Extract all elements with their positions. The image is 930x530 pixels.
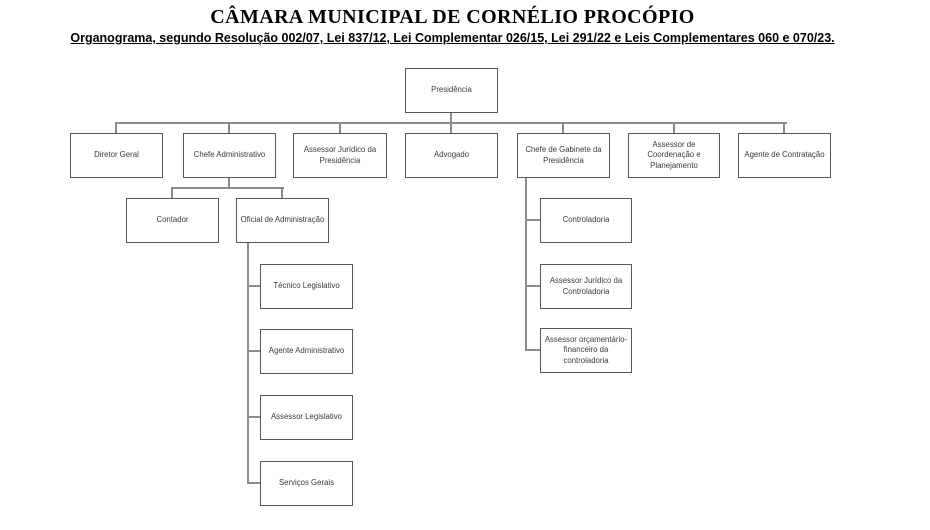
connector-line	[228, 122, 230, 133]
org-node-chefe-administrativo: Chefe Administrativo	[183, 133, 276, 178]
org-node-contador: Contador	[126, 198, 219, 243]
connector-line	[562, 122, 564, 133]
org-node-servicos-gerais: Serviços Gerais	[260, 461, 353, 506]
connector-line	[228, 178, 230, 188]
org-node-agente-contratacao: Agente de Contratação	[738, 133, 831, 178]
org-node-oficial-administracao: Oficial de Administração	[236, 198, 329, 243]
org-node-assessor-legislativo: Assessor Legislativo	[260, 395, 353, 440]
org-node-assessor-juridico-presidencia: Assessor Jurídico da Presidência	[293, 133, 387, 178]
connector-line	[525, 285, 540, 287]
connector-line	[247, 482, 260, 484]
org-node-chefe-gabinete-presidencia: Chefe de Gabinete da Presidência	[517, 133, 610, 178]
org-node-assessor-orcamentario-financeiro: Assessor orçamentário-financeiro da cont…	[540, 328, 632, 373]
connector-line	[450, 122, 452, 133]
connector-line	[281, 187, 283, 198]
org-node-agente-administrativo: Agente Administrativo	[260, 329, 353, 374]
connector-line	[247, 243, 249, 484]
connector-line	[171, 187, 284, 189]
connector-line	[525, 219, 540, 221]
connector-line	[525, 178, 527, 351]
page-subtitle: Organograma, segundo Resolução 002/07, L…	[70, 31, 835, 45]
connector-line	[247, 416, 260, 418]
connector-line	[115, 122, 117, 133]
connector-line	[525, 349, 540, 351]
org-node-diretor-geral: Diretor Geral	[70, 133, 163, 178]
connector-line	[247, 285, 260, 287]
connector-line	[339, 122, 341, 133]
org-node-tecnico-legislativo: Técnico Legislativo	[260, 264, 353, 309]
connector-line	[783, 122, 785, 133]
org-node-assessor-coordenacao-planejamento: Assessor de Coordenação e Planejamento	[628, 133, 720, 178]
org-node-presidencia: Presidência	[405, 68, 498, 113]
org-node-assessor-juridico-controladoria: Assessor Jurídico da Controladoria	[540, 264, 632, 309]
org-node-advogado: Advogado	[405, 133, 498, 178]
connector-line	[171, 187, 173, 198]
connector-line	[450, 113, 452, 123]
connector-line	[673, 122, 675, 133]
page-title: CÂMARA MUNICIPAL DE CORNÉLIO PROCÓPIO	[210, 6, 695, 28]
connector-line	[247, 350, 260, 352]
org-node-controladoria: Controladoria	[540, 198, 632, 243]
